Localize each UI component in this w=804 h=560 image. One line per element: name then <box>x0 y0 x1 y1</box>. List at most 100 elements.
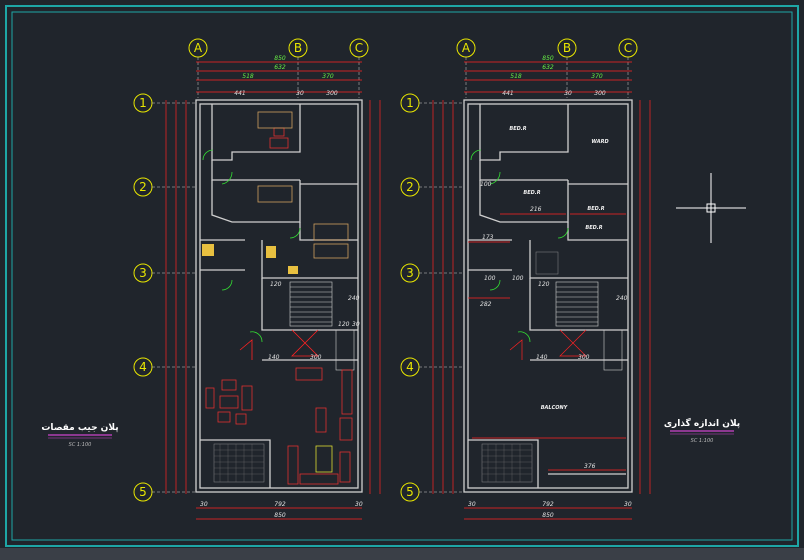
grid-bubble-5-left: 5 <box>133 482 153 502</box>
crosshair-cursor-icon <box>676 173 746 243</box>
grid-bubble-3-left: 3 <box>133 263 153 283</box>
stair-right <box>555 281 599 327</box>
right-plan-title-block: پلان اندازه گذاری SC 1:100 <box>664 417 740 444</box>
dim-inner-120-b: 120 <box>338 321 350 328</box>
dim-370: 370 <box>322 73 334 80</box>
dim-lines-inner-right <box>468 213 626 471</box>
dim-518-r: 518 <box>510 73 522 80</box>
doors-right <box>470 149 569 343</box>
right-floor-plan: A B C 1 2 3 4 5 <box>400 38 740 520</box>
svg-text:1: 1 <box>139 96 147 110</box>
dim-total-top: 850 <box>274 55 286 62</box>
dim-total-top-r: 850 <box>542 55 554 62</box>
room-label-bed-4: BED.R <box>585 225 602 231</box>
fixtures-left <box>202 244 298 274</box>
grid-bubble-b-left: B <box>288 38 308 58</box>
svg-text:5: 5 <box>139 485 147 499</box>
doors-left <box>202 149 301 343</box>
left-plan-scale: SC 1:100 <box>69 442 92 448</box>
grid-bubble-a-right: A <box>456 38 476 58</box>
dim-bottom-850: 850 <box>274 512 286 519</box>
dim-inner-120-a: 120 <box>270 281 282 288</box>
left-floor-plan: A B C 1 2 3 4 5 <box>41 38 381 520</box>
grid-lines-right <box>419 57 629 493</box>
grid-bubble-4-left: 4 <box>133 357 153 377</box>
dim-bottom-30-b: 30 <box>355 501 363 508</box>
dim-bottom-30-a: 30 <box>200 501 208 508</box>
grid-bubble-b-right: B <box>557 38 577 58</box>
grid-lines-left <box>152 57 360 493</box>
dim-300: 300 <box>326 90 338 97</box>
hatch-areas-right <box>481 251 623 483</box>
dim-r-120: 120 <box>538 281 550 288</box>
bottom-dimensions-left <box>196 507 362 520</box>
dim-inner-30: 30 <box>352 321 360 328</box>
side-dimensions-right <box>432 100 651 494</box>
dim-r-bottom-850: 850 <box>542 512 554 519</box>
dim-r-173: 173 <box>482 234 494 241</box>
inner-frame <box>11 11 793 541</box>
grid-bubble-c-right: C <box>618 38 638 58</box>
svg-text:4: 4 <box>406 360 414 374</box>
beds-left <box>257 111 349 259</box>
top-dimensions-left <box>196 61 362 93</box>
dim-r-100-a: 100 <box>480 181 492 188</box>
grid-bubble-4-right: 4 <box>400 357 420 377</box>
dim-r-bottom-792: 792 <box>542 501 554 508</box>
dim-bottom-792: 792 <box>274 501 286 508</box>
dim-r-216: 216 <box>530 206 542 213</box>
dim-30: 30 <box>296 90 304 97</box>
grid-bubble-1-left: 1 <box>133 93 153 113</box>
grid-bubble-c-left: C <box>349 38 369 58</box>
dim-370-r: 370 <box>591 73 603 80</box>
svg-text:1: 1 <box>406 96 414 110</box>
dim-r-376: 376 <box>584 463 596 470</box>
grid-bubble-2-left: 2 <box>133 177 153 197</box>
dim-r-bottom-30-a: 30 <box>468 501 476 508</box>
grid-bubble-2-right: 2 <box>400 177 420 197</box>
dim-r-140: 140 <box>536 354 548 361</box>
side-dimensions-left <box>165 100 381 494</box>
room-label-bed-2: BED.R <box>523 190 540 196</box>
left-plan-title-block: پلان جیب مقصات SC 1:100 <box>41 423 118 448</box>
dim-inner-300: 300 <box>310 354 322 361</box>
dim-632: 632 <box>274 64 286 71</box>
svg-text:A: A <box>194 41 203 55</box>
svg-text:2: 2 <box>139 180 147 194</box>
stair-left <box>289 281 333 327</box>
svg-text:3: 3 <box>139 266 147 280</box>
walls-left <box>195 99 363 493</box>
furniture-left <box>205 127 353 485</box>
dim-30-r: 30 <box>564 90 572 97</box>
svg-text:A: A <box>462 41 471 55</box>
left-plan-title: پلان جیب مقصات <box>41 423 118 433</box>
svg-text:B: B <box>563 41 571 55</box>
right-plan-scale: SC 1:100 <box>691 438 714 444</box>
dim-632-r: 632 <box>542 64 554 71</box>
dim-441: 441 <box>234 90 245 97</box>
svg-text:B: B <box>294 41 302 55</box>
dim-r-bottom-30-b: 30 <box>624 501 632 508</box>
top-dimensions-right <box>464 61 632 93</box>
grid-bubble-a-left: A <box>188 38 208 58</box>
right-plan-title: پلان اندازه گذاری <box>664 417 740 429</box>
room-label-bed-3: BED.R <box>587 206 604 212</box>
dim-r-240: 240 <box>616 295 628 302</box>
bottom-dimensions-right <box>464 507 632 520</box>
svg-text:3: 3 <box>406 266 414 280</box>
dim-r-100-c: 100 <box>484 275 496 282</box>
dim-441-r: 441 <box>502 90 513 97</box>
dim-300-r: 300 <box>594 90 606 97</box>
room-label-ward: WARD <box>591 139 608 145</box>
hatch-areas-left <box>213 329 355 483</box>
grid-bubble-5-right: 5 <box>400 482 420 502</box>
dim-r-282: 282 <box>480 301 492 308</box>
grid-bubble-1-right: 1 <box>400 93 420 113</box>
svg-text:5: 5 <box>406 485 414 499</box>
dim-518: 518 <box>242 73 254 80</box>
walls-right <box>463 99 633 493</box>
svg-text:4: 4 <box>139 360 147 374</box>
dim-r-300: 300 <box>578 354 590 361</box>
status-strip <box>0 548 804 560</box>
